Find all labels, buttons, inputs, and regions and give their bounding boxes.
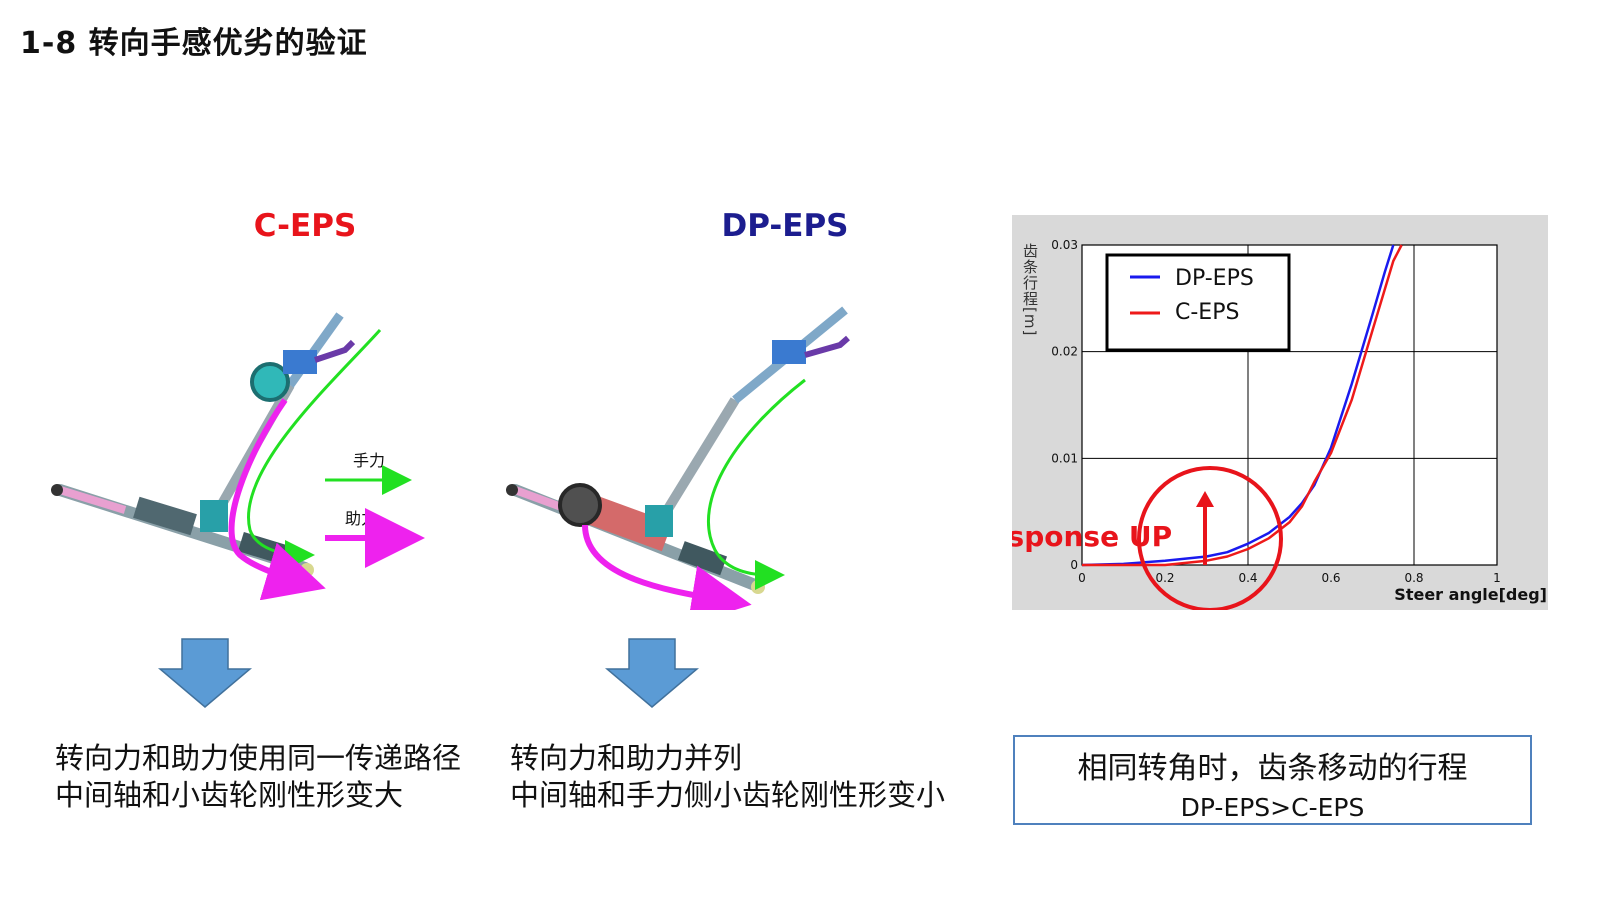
x-tick-label: 1 bbox=[1493, 571, 1501, 585]
down-arrow-icon bbox=[158, 638, 252, 708]
dp-eps-description: 转向力和助力并列 中间轴和手力侧小齿轮刚性形变小 bbox=[510, 740, 945, 814]
y-tick-label: 0.01 bbox=[1051, 451, 1078, 465]
response-highlight-circle bbox=[1137, 466, 1283, 610]
y-tick-label: 0.03 bbox=[1051, 238, 1078, 252]
chart-legend bbox=[1105, 253, 1291, 352]
steering-c-eps-illustration: 手力 助力 bbox=[51, 312, 425, 600]
assist-force-label: 助力 bbox=[345, 509, 377, 528]
x-tick-label: 0.2 bbox=[1155, 571, 1174, 585]
dp-eps-description-line: 转向力和助力并列 bbox=[510, 741, 743, 775]
tick-labels: 0 0.2 0.4 0.6 0.8 1 0 0.01 0.02 0.03 bbox=[1051, 238, 1501, 585]
down-arrow-icon bbox=[605, 638, 699, 708]
series-line-dp-eps bbox=[1081, 244, 1395, 567]
dp-eps-description-line: 中间轴和手力侧小齿轮刚性形变小 bbox=[510, 778, 946, 812]
y-axis-label: 齿条行程[m] bbox=[1021, 243, 1039, 336]
x-tick-label: 0.8 bbox=[1404, 571, 1423, 585]
hand-force-label: 手力 bbox=[353, 451, 385, 470]
x-axis-label: Steer angle[deg] bbox=[1394, 585, 1547, 604]
conclusion-box: 相同转角时，齿条移动的行程 DP-EPS>C-EPS bbox=[1013, 735, 1532, 825]
c-eps-description-line: 中间轴和小齿轮刚性形变大 bbox=[55, 778, 404, 812]
x-tick-label: 0.6 bbox=[1321, 571, 1340, 585]
steering-dp-eps-illustration bbox=[506, 306, 850, 610]
dp-eps-title: DP-EPS bbox=[721, 208, 849, 244]
legend-label-dp-eps: DP-EPS bbox=[1175, 266, 1254, 291]
c-eps-description: 转向力和助力使用同一传递路径 中间轴和小齿轮刚性形变大 bbox=[55, 740, 461, 814]
c-eps-title: C-EPS bbox=[253, 208, 357, 244]
conclusion-line-2: DP-EPS>C-EPS bbox=[1180, 793, 1365, 822]
response-up-arrowhead-icon bbox=[1196, 491, 1214, 507]
conclusion-line-1: 相同转角时，齿条移动的行程 bbox=[1077, 751, 1468, 786]
x-tick-label: 0 bbox=[1078, 571, 1086, 585]
series-lines bbox=[1081, 244, 1403, 567]
y-tick-label: 0.02 bbox=[1051, 345, 1078, 359]
legend-label-c-eps: C-EPS bbox=[1175, 300, 1239, 325]
slide-title: 1-8 转向手感优劣的验证 bbox=[20, 26, 368, 61]
series-line-c-eps bbox=[1082, 244, 1403, 567]
c-eps-description-line: 转向力和助力使用同一传递路径 bbox=[55, 741, 462, 775]
response-up-annotation: Response UP bbox=[1012, 520, 1172, 553]
rack-travel-chart: 0 0.2 0.4 0.6 0.8 1 0 0.01 0.02 0.03 齿条行程[m] Stee… bbox=[1012, 215, 1548, 610]
x-tick-label: 0.4 bbox=[1238, 571, 1257, 585]
y-tick-label: 0 bbox=[1070, 558, 1078, 572]
